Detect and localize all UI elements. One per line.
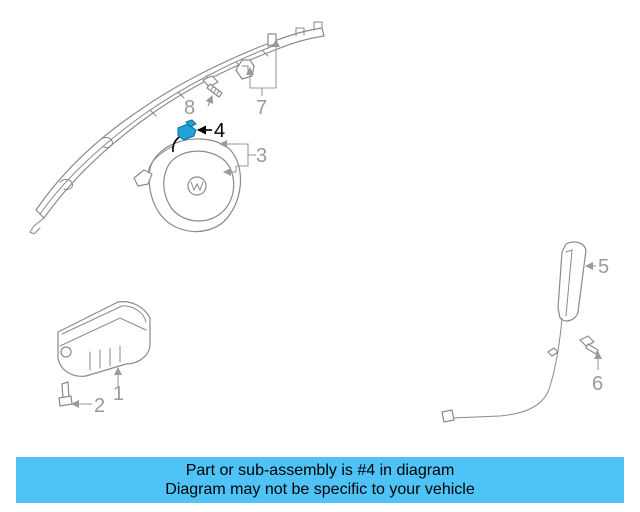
callout-6: 6 — [592, 373, 603, 395]
bolt-8 — [202, 75, 223, 98]
callout-5: 5 — [598, 256, 609, 278]
bolt-6 — [579, 335, 599, 355]
callout-1: 1 — [113, 383, 124, 405]
leader-lines — [71, 39, 602, 408]
passenger-airbag — [57, 301, 151, 377]
notice-line-part: Part or sub-assembly is #4 in diagram — [185, 462, 455, 479]
notice-line-disclaimer: Diagram may not be specific to your vehi… — [165, 481, 475, 498]
clock-spring-part-4 — [172, 119, 197, 153]
bolt-2 — [58, 381, 73, 407]
callout-7: 7 — [256, 97, 267, 119]
callout-4: 4 — [214, 120, 225, 142]
parts-diagram: 1 2 3 4 5 6 7 8 — [29, 21, 609, 423]
notice-banner: Part or sub-assembly is #4 in diagram Di… — [16, 457, 624, 503]
callout-8: 8 — [184, 97, 195, 119]
callout-2: 2 — [94, 395, 105, 417]
driver-airbag — [133, 138, 242, 233]
side-airbag — [441, 241, 587, 423]
callout-3: 3 — [256, 145, 267, 167]
